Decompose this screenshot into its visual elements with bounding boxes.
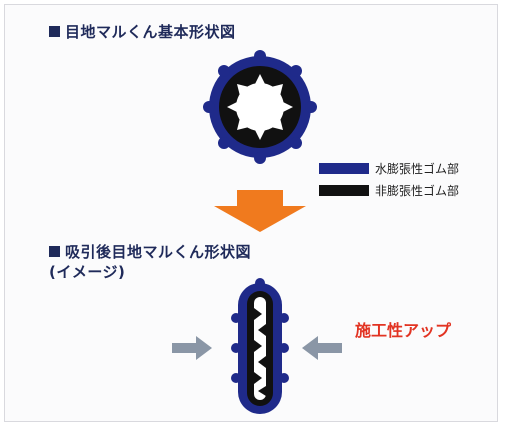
inner-teeth (254, 308, 266, 396)
title-bullet-icon (49, 246, 60, 257)
left-pointing-arrow-icon (302, 336, 342, 360)
outer-bumps (203, 50, 317, 164)
performance-label: 施工性アップ (355, 321, 452, 340)
basic-shape-title: 目地マルくん基本形状図 (49, 21, 236, 42)
legend-label-non-water: 非膨張性ゴム部 (375, 184, 460, 198)
legend-swatch-non-water (319, 185, 369, 196)
down-arrow-icon (214, 190, 306, 232)
after-shape-title: 吸引後目地マルくん形状図 (49, 241, 251, 262)
right-pointing-arrow-icon (172, 336, 212, 360)
compressed-gasket-shape (231, 278, 289, 414)
legend-label-water: 水膨張性ゴム部 (375, 162, 460, 176)
side-bumps (231, 278, 289, 383)
legend-swatch-water (319, 163, 369, 174)
title-bullet-icon (49, 26, 60, 37)
after-shape-subtitle: (イメージ) (49, 263, 126, 281)
basic-gasket-shape (203, 50, 317, 164)
